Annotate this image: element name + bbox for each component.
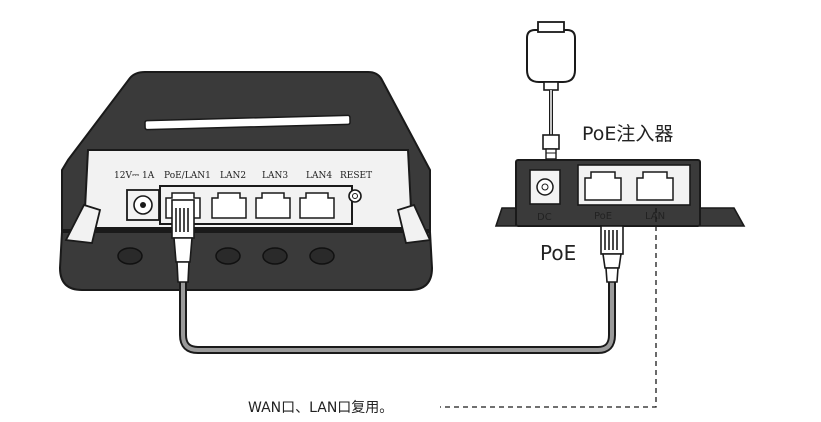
dc-plug xyxy=(542,134,560,150)
injector-dc-label: DC xyxy=(537,212,552,223)
reset-button-label: RESET xyxy=(340,171,372,181)
device-top-slot xyxy=(144,114,351,131)
outdoor-device: 12V⎓ 1A PoE/LAN1 LAN2 LAN3 LAN4 RESET xyxy=(58,71,434,291)
injector-left-flange xyxy=(494,207,517,227)
device-left-tab xyxy=(64,203,102,244)
rj45-plug-device xyxy=(171,199,195,283)
dc-port-label: 12V⎓ 1A xyxy=(114,171,155,181)
cable-path-inner xyxy=(181,278,614,352)
note-text: WAN口、LAN口复用。 xyxy=(248,399,393,416)
ethernet-cable xyxy=(179,278,616,354)
reset-button xyxy=(348,189,362,203)
poe-injector: DC PoE LAN xyxy=(494,159,746,227)
rj45-plug-injector xyxy=(600,225,624,283)
lan2-port xyxy=(211,192,247,219)
poe-lan1-port-label: PoE/LAN1 xyxy=(164,171,211,181)
injector-poe-port xyxy=(584,171,622,201)
injector-poe-label: PoE xyxy=(594,211,612,222)
power-adapter xyxy=(526,21,576,160)
injector-right-flange xyxy=(699,207,746,227)
device-feet xyxy=(117,247,335,265)
lan2-port-label: LAN2 xyxy=(220,171,246,181)
injector-title: PoE注入器 xyxy=(582,123,673,145)
note-leader-line xyxy=(440,208,657,408)
lan3-port-label: LAN3 xyxy=(262,171,288,181)
lan4-port-label: LAN4 xyxy=(306,171,332,181)
device-base xyxy=(58,231,434,291)
device-right-tab xyxy=(396,203,432,244)
adapter-strain-relief xyxy=(543,81,559,91)
injector-lan-label: LAN xyxy=(645,211,665,222)
cable-poe-tag: PoE xyxy=(540,241,576,265)
adapter-body xyxy=(526,29,576,83)
lan3-port xyxy=(255,192,291,219)
lan4-port xyxy=(299,192,335,219)
injector-lan-port xyxy=(636,171,674,201)
adapter-plug xyxy=(537,21,565,33)
dc-jack xyxy=(126,189,160,221)
